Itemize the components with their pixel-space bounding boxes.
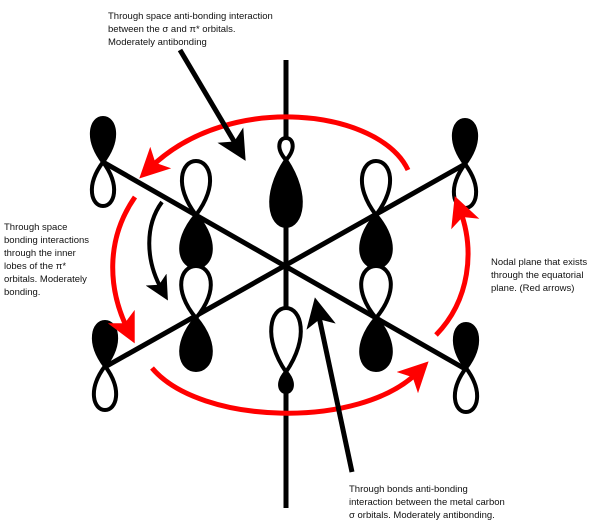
diagonal-bond-axis-2 [103,160,469,370]
annotation-line: Nodal plane that exists [491,257,588,268]
annotation-line: σ orbitals. Moderately antibonding. [349,510,495,521]
outer-top-left-filled-lobe [90,115,116,166]
annotation-line: Through space [4,222,68,233]
red-nodal-arrow-bottom [150,361,429,416]
annotation-line: lobes of the π* [4,261,67,272]
outer-bottom-right-filled-lobe [453,321,479,372]
outer-bottom-right-open-lobe [453,364,479,415]
annotation-line: Through bonds anti-bonding [349,484,468,495]
black-arrow-antibonding-bottom [306,297,355,473]
annotation-line: through the equatorial [491,270,584,281]
axial-bottom-large-open-lobe [269,305,303,376]
outer-top-left-open-lobe [90,158,116,209]
annotation-line: interaction between the metal carbon [349,497,505,508]
annotation-line: plane. (Red arrows) [491,283,575,294]
red-nodal-arrow-right [434,195,480,337]
inner-right-lower-filled-lobe [359,314,393,373]
annotation-line: bonding. [4,287,41,298]
axial-top-large-filled-lobe [269,156,303,229]
annotation-line: between the σ and π* orbitals. [108,24,236,35]
inner-right-upper-open-lobe [359,158,393,219]
annotation-line: bonding interactions [4,235,90,246]
annotation-line: Through space anti-bonding interaction [108,11,273,22]
inner-left-lower-open-lobe [179,263,213,322]
inner-right-lower-open-lobe [359,263,393,322]
inner-left-lower-filled-lobe [179,314,213,373]
black-arrow-bonding-curved [145,200,168,301]
annotation-right: Nodal plane that exists through the equa… [491,256,587,295]
outer-bottom-left-open-lobe [92,362,118,413]
annotation-line: through the inner [4,248,76,259]
outer-bottom-left-filled-lobe [92,319,118,370]
inner-left-upper-open-lobe [179,158,213,219]
axial-bottom-small-filled-lobe [278,368,294,395]
black-arrow-antibonding-top [177,48,246,161]
axial-top-small-open-lobe [277,135,295,164]
annotation-line: Moderately antibonding [108,37,207,48]
red-nodal-arrow-left [107,195,138,344]
outer-top-right-filled-lobe [452,117,478,168]
annotation-left: Through space bonding interactions throu… [4,221,89,299]
annotation-line: orbitals. Moderately [4,274,87,285]
annotation-top: Through space anti-bonding interaction b… [108,10,273,49]
red-nodal-arrow-top [139,114,411,179]
annotation-bottom: Through bonds anti-bonding interaction b… [349,483,505,522]
